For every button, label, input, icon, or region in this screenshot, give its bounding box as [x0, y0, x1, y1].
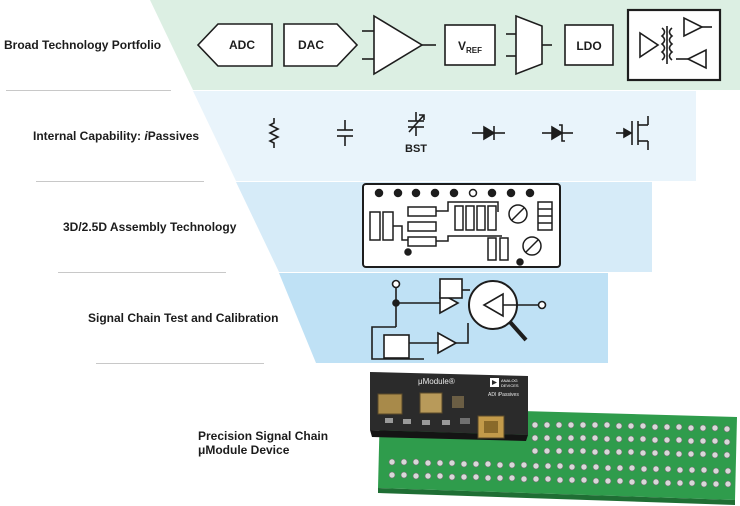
- logo-line2: DEVICES: [501, 383, 519, 388]
- transistor-icon: [616, 116, 649, 150]
- bst-label: BST: [405, 143, 427, 155]
- capacitor-icon: [337, 120, 353, 146]
- tier-band-ipassives: [193, 91, 696, 181]
- pcb-assembly-icon: [362, 183, 561, 268]
- vref-label: VREF: [458, 39, 482, 55]
- adc-block: [196, 23, 273, 67]
- divider-2: [36, 181, 204, 182]
- multiplexer-icon: [506, 14, 552, 76]
- diode-icon: [472, 125, 505, 141]
- divider-4: [96, 363, 264, 364]
- dac-block: [283, 23, 359, 67]
- ipassives-suffix: Passives: [147, 129, 200, 143]
- vref-main: V: [458, 39, 466, 53]
- module-ipassives: ADI iPassives: [488, 392, 519, 398]
- logo-line1: ANALOG: [501, 378, 518, 383]
- divider-3: [58, 272, 226, 273]
- umodule-device-image: μModule® ANALOG DEVICES ADI iPassives: [370, 372, 737, 505]
- vref-block: [444, 24, 496, 66]
- ldo-block: [564, 24, 614, 66]
- ldo-label: LDO: [576, 39, 601, 53]
- amplifier-icon: [362, 14, 436, 76]
- isolator-icon: [626, 8, 722, 82]
- tier-label-umodule-line1: Precision Signal Chain: [198, 429, 329, 443]
- tier-label-technology-portfolio: Broad Technology Portfolio: [4, 38, 162, 52]
- dac-label: DAC: [298, 38, 324, 52]
- resistor-icon: [268, 118, 280, 148]
- solder-balls: [388, 421, 732, 488]
- schottky-diode-icon: [542, 124, 573, 142]
- tier-label-assembly: 3D/2.5D Assembly Technology: [63, 220, 237, 234]
- tier-label-ipassives: Internal Capability: iPassives: [33, 129, 199, 144]
- tier-label-umodule-line2: μModule Device: [198, 443, 290, 457]
- vref-subscript: REF: [466, 46, 482, 55]
- module-brand: μModule®: [418, 377, 455, 386]
- tunable-capacitor-icon: [408, 112, 425, 136]
- tier-label-test-calibration: Signal Chain Test and Calibration: [88, 311, 279, 325]
- ipassives-prefix: Internal Capability:: [33, 129, 145, 143]
- signal-chain-icon: [371, 278, 547, 360]
- tier-band-test-calibration: [279, 273, 608, 363]
- adc-label: ADC: [229, 38, 255, 52]
- divider-1: [6, 90, 171, 91]
- ipassives-italic-i: i: [144, 129, 148, 143]
